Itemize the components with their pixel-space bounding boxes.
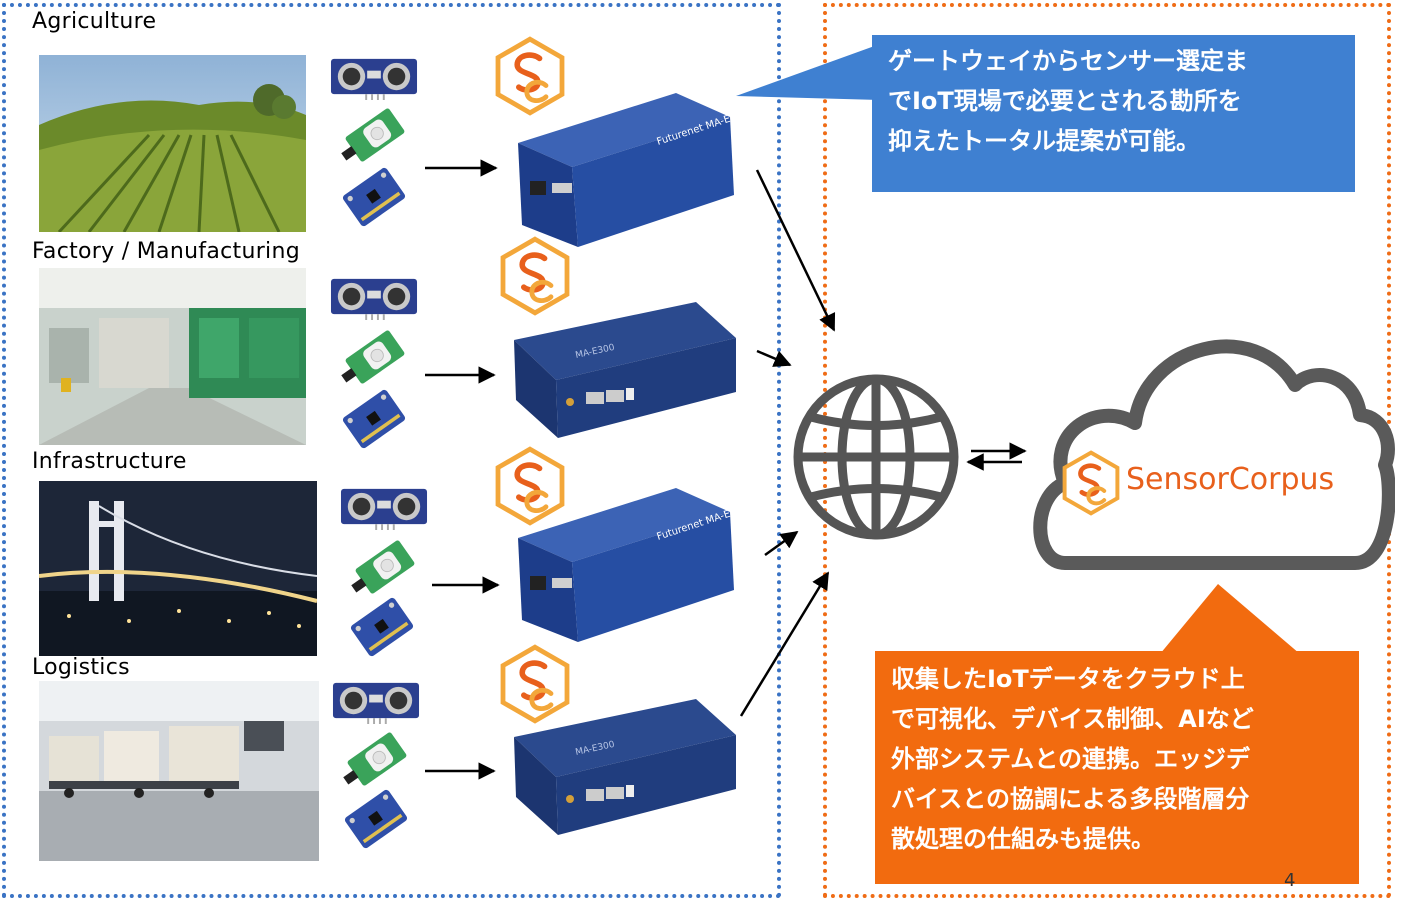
sensorcorpus-logo-icon xyxy=(1058,450,1124,516)
callout-top-line-1: ゲートウェイからセンサー選定ま xyxy=(888,47,1248,75)
callout-top-line-3: 抑えたトータル提案が可能。 xyxy=(888,127,1200,155)
page-number: 4 xyxy=(1284,870,1296,891)
factory-photo xyxy=(39,268,306,445)
logistics-photo xyxy=(39,681,319,861)
sector-label-infrastructure: Infrastructure xyxy=(32,449,187,474)
agriculture-photo xyxy=(39,55,306,232)
callout-top-line-2: でIoT現場で必要とされる勘所を xyxy=(888,87,1242,115)
callout-bottom-line-2: で可視化、デバイス制御、AIなど xyxy=(891,705,1254,733)
callout-bottom-line-3: 外部システムとの連携。エッジデ xyxy=(891,745,1251,773)
sector-label-agriculture: Agriculture xyxy=(32,9,157,34)
callout-bottom-line-5: 散処理の仕組みも提供。 xyxy=(891,825,1155,853)
gateway-proposal-callout: ゲートウェイからセンサー選定ま でIoT現場で必要とされる勘所を 抑えたトータル… xyxy=(872,35,1355,192)
sensorcorpus-brand-text: SensorCorpus xyxy=(1126,462,1335,497)
cloud-features-callout: 収集したIoTデータをクラウド上 で可視化、デバイス制御、AIなど 外部システム… xyxy=(875,651,1359,884)
sector-label-logistics: Logistics xyxy=(32,655,130,680)
cloud-platform-icon xyxy=(1033,339,1395,570)
callout-bottom-line-4: バイスとの協調による多段階層分 xyxy=(891,785,1250,813)
sector-label-factory: Factory / Manufacturing xyxy=(32,239,300,264)
infrastructure-photo xyxy=(39,481,317,656)
callout-pointer-top xyxy=(736,44,880,100)
callout-pointer-bottom xyxy=(1160,584,1300,654)
internet-globe-icon xyxy=(793,374,959,540)
callout-bottom-line-1: 収集したIoTデータをクラウド上 xyxy=(891,665,1245,693)
edge-site-frame xyxy=(2,3,781,898)
